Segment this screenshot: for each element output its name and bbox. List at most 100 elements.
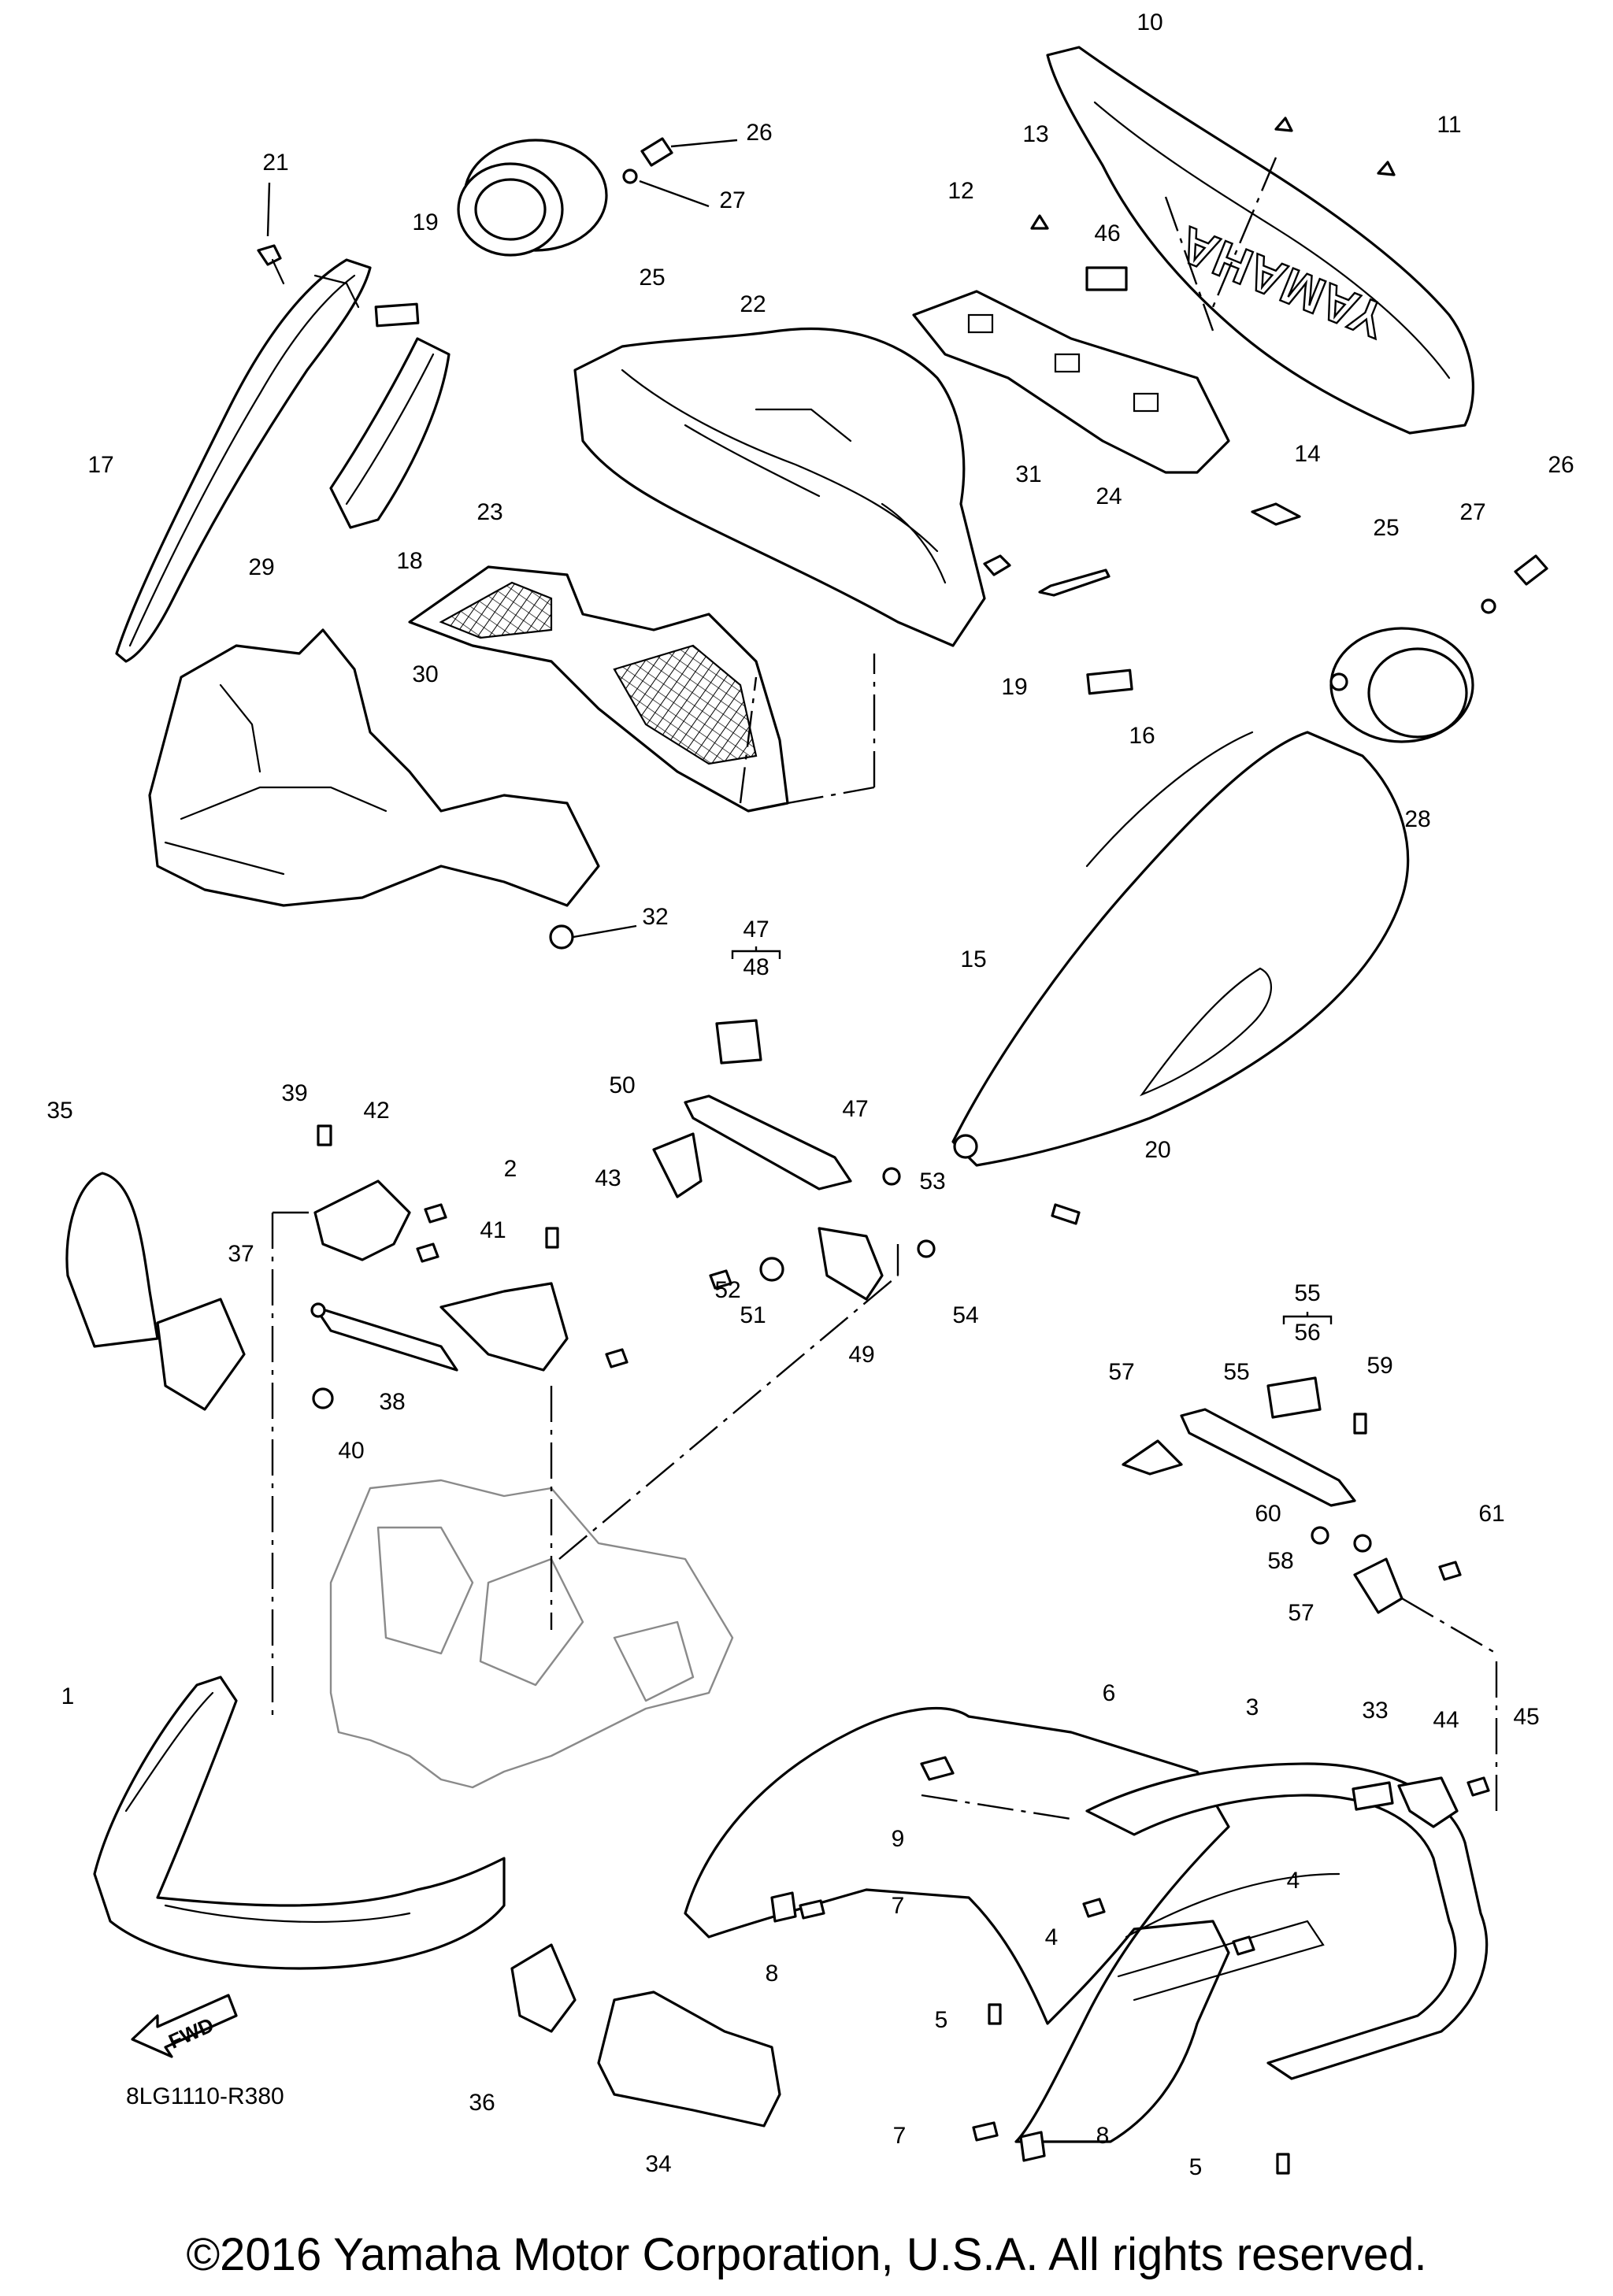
callout-38: 38 (379, 1389, 405, 1415)
callout-45: 45 (1513, 1704, 1539, 1730)
callout-19a: 19 (412, 209, 438, 235)
part-11-rivet-a (1274, 117, 1293, 132)
callout-56: 56 (1294, 1320, 1320, 1346)
part-57-bracket-b (1353, 1557, 1403, 1614)
part-50-bracket (652, 1132, 703, 1198)
callout-40: 40 (338, 1438, 364, 1464)
callout-37: 37 (228, 1241, 254, 1267)
part-19-pad-right (1086, 668, 1133, 695)
callout-26b: 26 (1548, 452, 1574, 478)
part-19-pad (374, 302, 420, 328)
callout-51: 51 (740, 1302, 766, 1328)
part-1-front-fairing (93, 1676, 506, 1970)
part-15-side-cover (951, 731, 1410, 1167)
callout-35: 35 (46, 1098, 72, 1124)
part-29-lower-duct (148, 628, 600, 907)
part-16-side-cover (1085, 731, 1254, 868)
part-25-duct-ring-left (457, 139, 608, 257)
part-55-stay (1180, 1408, 1356, 1507)
part-8-nut-b (1019, 2131, 1046, 2162)
part-53-nut (882, 1167, 901, 1186)
callout-24: 24 (1096, 483, 1122, 509)
part-48-sleeve (715, 1019, 762, 1065)
part-23-mesh-left (439, 581, 553, 639)
callout-23: 23 (476, 499, 502, 525)
callout-labels: 1234455677889101112131415161718191920212… (46, 9, 1574, 2180)
part-10-windscreen-panel (1046, 46, 1474, 435)
callout-25b: 25 (1373, 515, 1399, 541)
callout-8a: 8 (766, 1961, 779, 1987)
callout-4b: 4 (1287, 1868, 1300, 1894)
callout-39: 39 (281, 1080, 307, 1106)
callout-49: 49 (848, 1342, 874, 1368)
callout-44: 44 (1433, 1707, 1459, 1733)
callout-47a: 47 (743, 917, 769, 942)
part-6-lower-panel (684, 1707, 1230, 2143)
part-28-nut (1329, 672, 1348, 691)
callout-22: 22 (740, 291, 766, 317)
callout-27b: 27 (1459, 499, 1485, 525)
callout-55b: 55 (1223, 1359, 1249, 1385)
part-47-stay (684, 1094, 852, 1191)
callout-20: 20 (1144, 1137, 1170, 1163)
callout-50: 50 (609, 1072, 635, 1098)
callout-36: 36 (469, 2090, 495, 2116)
part-49-bracket (818, 1227, 884, 1301)
part-26-bolt-left (622, 137, 673, 184)
callout-15: 15 (960, 946, 986, 972)
callout-61: 61 (1478, 1501, 1504, 1527)
part-34-boot (597, 1990, 781, 2128)
callout-13: 13 (1022, 121, 1048, 147)
callout-14: 14 (1294, 441, 1320, 467)
callout-12: 12 (947, 178, 973, 204)
leader-lines (271, 157, 1498, 1820)
callout-29: 29 (248, 554, 274, 580)
callout-33: 33 (1362, 1698, 1388, 1724)
part-13-rivet (1030, 214, 1049, 230)
part-43-bolt-a (545, 1227, 559, 1249)
callout-59: 59 (1366, 1353, 1392, 1379)
callout-7a: 7 (892, 1893, 905, 1919)
part-61-bolt (1438, 1561, 1462, 1581)
callout-27a: 27 (719, 187, 745, 213)
part-8-nut-a (770, 1891, 797, 1923)
callout-60: 60 (1255, 1501, 1281, 1527)
callout-2: 2 (504, 1156, 517, 1182)
callout-9: 9 (892, 1826, 905, 1852)
copyright-notice: ©2016 Yamaha Motor Corporation, U.S.A. A… (186, 2229, 1427, 2280)
callout-58: 58 (1267, 1548, 1293, 1574)
callout-16: 16 (1129, 723, 1155, 749)
part-22-duct (573, 328, 986, 647)
callout-32: 32 (642, 904, 668, 930)
group-bracket (731, 946, 781, 959)
part-5-bolt-b (1276, 2153, 1290, 2175)
callout-18: 18 (396, 548, 422, 574)
part-21-bolt (257, 244, 285, 285)
part-32-nut (549, 924, 574, 950)
part-44-bracket (1397, 1776, 1459, 1828)
callout-4a: 4 (1045, 1924, 1059, 1950)
callout-52: 52 (714, 1277, 740, 1303)
part-43-bolt-b (605, 1348, 629, 1368)
callout-6: 6 (1103, 1680, 1116, 1706)
part-33-pad (1352, 1781, 1394, 1811)
part-39-bolt (317, 1124, 332, 1146)
callout-57b: 57 (1288, 1600, 1314, 1626)
callout-26a: 26 (746, 120, 772, 146)
part-46-pad (1085, 266, 1128, 291)
callout-30: 30 (412, 661, 438, 687)
callout-5b: 5 (1189, 2154, 1203, 2180)
part-59-bolt (1353, 1413, 1367, 1435)
callout-57a: 57 (1108, 1359, 1134, 1385)
part-2-bolt-a (424, 1203, 447, 1224)
fwd-arrow-icon: FWD (131, 1994, 238, 2058)
part-12-bracket (912, 290, 1230, 474)
drawing-code: 8LG1110-R380 (126, 2083, 284, 2109)
callout-1: 1 (61, 1683, 75, 1709)
callout-5a: 5 (935, 2007, 948, 2033)
callout-7b: 7 (893, 2123, 907, 2149)
part-23-mesh-right (613, 644, 758, 765)
vehicle-frame-outline (329, 1479, 734, 1789)
part-31-bolt (983, 554, 1011, 576)
